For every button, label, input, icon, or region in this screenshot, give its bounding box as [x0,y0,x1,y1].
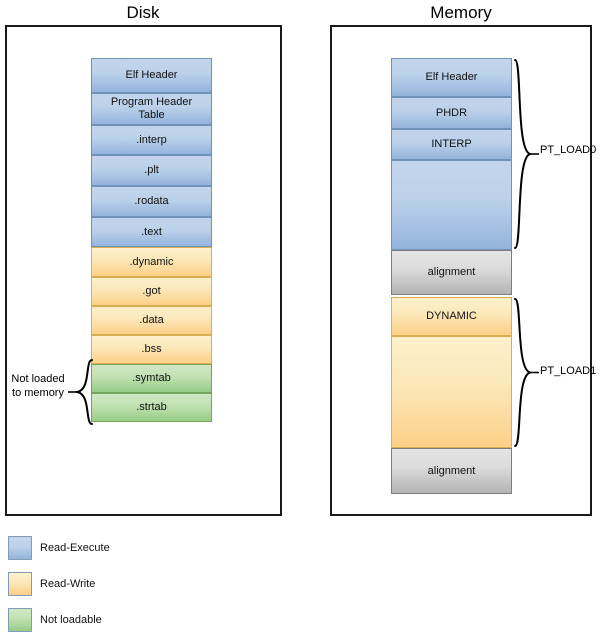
memory-block-label: Elf Header [425,71,478,84]
disk-block-label: .rodata [134,195,169,208]
disk-block-text: .text [91,217,212,247]
disk-block-label: .plt [144,164,159,177]
memory-panel-title: Memory [430,3,492,22]
disk-block-label: .strtab [136,401,167,414]
memory-block-label: alignment [427,266,476,279]
memory-block-label: alignment [427,464,476,477]
disk-block-rodata: .rodata [91,186,212,217]
memory-block-label: PHDR [435,106,468,119]
memory-block-interp: INTERP [391,129,512,160]
memory-block-label: INTERP [431,138,472,151]
disk-block-label: .symtab [132,372,171,385]
disk-block-label: .bss [141,343,162,356]
segment-brace-pt_load0 [514,59,539,249]
disk-block-strtab: .strtab [91,393,212,422]
disk-block-symtab: .symtab [91,364,212,393]
legend-swatch-read-write [8,572,32,596]
legend-swatch-read-execute [8,536,32,560]
segment-label-pt_load0: PT_LOAD0 [540,144,597,156]
disk-block-data: .data [91,306,212,335]
not-loaded-line-2: to memory [12,386,64,399]
disk-block-interp: .interp [91,125,212,155]
not-loaded-line-1: Not loaded [11,373,65,385]
segment-label-pt_load1: PT_LOAD1 [540,365,597,377]
legend-label-read-write: Read-Write [40,578,96,590]
disk-block-bss: .bss [91,335,212,364]
memory-block-alignment: alignment [391,250,512,295]
memory-block-filler [391,336,512,448]
disk-panel-title: Disk [126,3,160,22]
not-loaded-brace [68,359,93,425]
memory-block-filler [391,160,512,250]
legend-swatch-not-loadable [8,608,32,632]
not-loaded-annotation: Not loaded to memory [2,373,74,401]
memory-block-alignment: alignment [391,448,512,494]
disk-block-plt: .plt [91,155,212,186]
disk-block-elf-header: Elf Header [91,58,212,93]
memory-block-phdr: PHDR [391,97,512,129]
memory-block-dynamic: DYNAMIC [391,297,512,336]
disk-block-label: .data [139,314,164,327]
segment-brace-pt_load1 [514,298,539,447]
disk-block-label: .interp [136,133,167,146]
legend-label-read-execute: Read-Execute [40,542,110,554]
disk-block-label: .got [142,285,161,298]
disk-block-dynamic: .dynamic [91,247,212,277]
disk-block-label: .dynamic [129,255,174,268]
memory-block-label: DYNAMIC [426,310,477,323]
disk-block-label: .text [141,225,162,238]
memory-block-elf-header: Elf Header [391,58,512,97]
disk-block-label: Elf Header [125,69,178,82]
legend-label-not-loadable: Not loadable [40,614,102,626]
disk-block-got: .got [91,277,212,306]
